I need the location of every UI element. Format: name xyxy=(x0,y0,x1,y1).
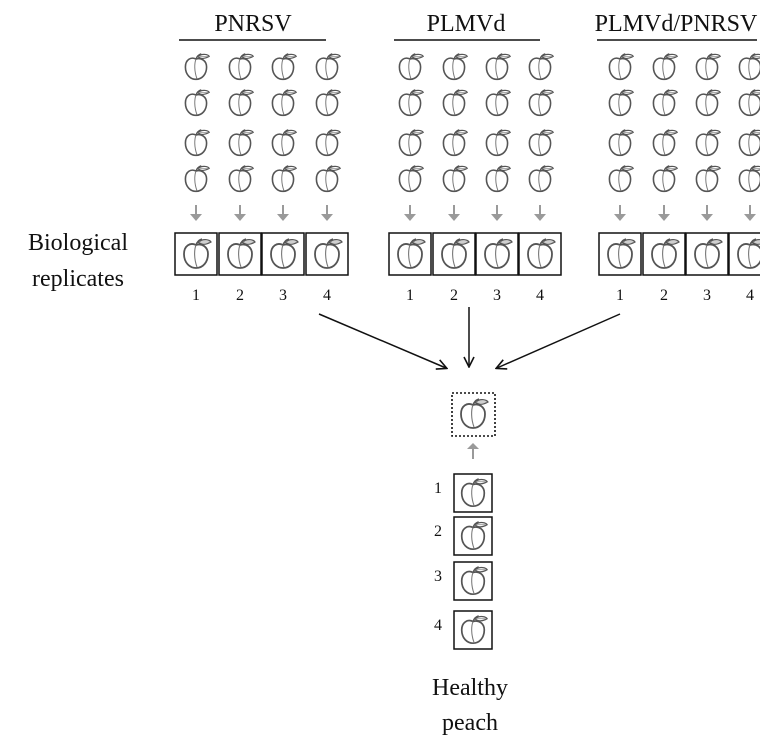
peach-icon xyxy=(228,128,255,157)
peach-icon xyxy=(652,128,679,157)
peach-icon xyxy=(398,164,425,193)
replicate-number: 1 xyxy=(406,287,414,304)
group-label: PLMVd/PNRSV xyxy=(595,11,758,37)
peach-icon xyxy=(608,164,635,193)
replicate-number: 2 xyxy=(450,287,458,304)
peach-icon xyxy=(442,164,469,193)
group-pnrsv: PNRSV 1 2 3 4 xyxy=(174,11,349,304)
group-label: PNRSV xyxy=(214,11,292,37)
peach-icon xyxy=(485,128,512,157)
peach-icon xyxy=(398,88,425,117)
gray-down-arrow-icon xyxy=(448,205,460,221)
group-plmvd: PLMVd 1 2 3 4 xyxy=(388,11,562,304)
gray-down-arrow-icon xyxy=(277,205,289,221)
healthy-replicate: 1 xyxy=(434,473,493,513)
peach-icon xyxy=(184,88,211,117)
gray-down-arrow-icon xyxy=(234,205,246,221)
peach-icon xyxy=(738,164,760,193)
peach-icon xyxy=(652,164,679,193)
peach-icon xyxy=(228,164,255,193)
gray-down-arrow-icon xyxy=(321,205,333,221)
gray-down-arrow-icon xyxy=(614,205,626,221)
peach-icon xyxy=(271,164,298,193)
peach-icon xyxy=(315,52,342,81)
gray-up-arrow-icon xyxy=(467,443,479,459)
replicate-number: 4 xyxy=(323,287,331,304)
peach-icon xyxy=(315,88,342,117)
gray-down-arrow-icon xyxy=(701,205,713,221)
peach-icon xyxy=(398,52,425,81)
gray-down-arrow-icon xyxy=(744,205,756,221)
biological-label-line2: replicates xyxy=(32,266,124,292)
peach-icon xyxy=(398,128,425,157)
gray-down-arrow-icon xyxy=(534,205,546,221)
peach-icon xyxy=(442,88,469,117)
replicate-number: 2 xyxy=(236,287,244,304)
replicate-number: 2 xyxy=(660,287,668,304)
group-plmvd-pnrsv: PLMVd/PNRSV 1 2 3 4 xyxy=(595,11,760,304)
group-label: PLMVd xyxy=(427,11,506,37)
peach-icon xyxy=(485,52,512,81)
peach-icon xyxy=(184,164,211,193)
healthy-replicate: 2 xyxy=(434,516,493,556)
peach-icon xyxy=(271,52,298,81)
peach-icon xyxy=(695,164,722,193)
healthy-replicate: 3 xyxy=(434,561,493,601)
peach-icon xyxy=(738,52,760,81)
converging-arrows xyxy=(318,307,621,368)
peach-icon xyxy=(652,88,679,117)
replicate-number: 4 xyxy=(536,287,544,304)
peach-icon xyxy=(528,52,555,81)
peach-icon xyxy=(652,52,679,81)
converging-arrow-icon xyxy=(497,313,621,368)
replicate-number: 3 xyxy=(279,287,287,304)
healthy-peach-label: Healthy peach xyxy=(432,675,508,736)
healthy-replicate-number: 2 xyxy=(434,523,442,540)
peach-icon xyxy=(271,128,298,157)
peach-icon xyxy=(528,128,555,157)
peach-icon xyxy=(608,52,635,81)
peach-icon xyxy=(184,52,211,81)
peach-icon xyxy=(608,88,635,117)
healthy-replicate-number: 3 xyxy=(434,568,442,585)
gray-down-arrow-icon xyxy=(491,205,503,221)
gray-down-arrow-icon xyxy=(190,205,202,221)
healthy-label-line1: Healthy xyxy=(432,675,508,701)
healthy-replicate-number: 1 xyxy=(434,480,442,497)
healthy-label-line2: peach xyxy=(442,710,498,736)
peach-icon xyxy=(695,52,722,81)
peach-icon xyxy=(485,88,512,117)
peach-icon xyxy=(442,128,469,157)
peach-icon xyxy=(228,52,255,81)
peach-icon xyxy=(315,128,342,157)
gray-down-arrow-icon xyxy=(404,205,416,221)
peach-icon xyxy=(271,88,298,117)
peach-icon xyxy=(695,88,722,117)
peach-icon xyxy=(738,88,760,117)
replicate-number: 1 xyxy=(192,287,200,304)
peach-icon xyxy=(528,88,555,117)
biological-replicates-label: Biological replicates xyxy=(28,230,128,292)
healthy-replicate-number: 4 xyxy=(434,617,442,634)
peach-icon xyxy=(184,128,211,157)
peach-icon xyxy=(315,164,342,193)
replicate-number: 3 xyxy=(493,287,501,304)
converging-arrow-icon xyxy=(318,313,446,368)
biological-label-line1: Biological xyxy=(28,230,128,256)
replicate-number: 3 xyxy=(703,287,711,304)
infection-groups: PNRSV 1 2 3 4 PLMVd 1 2 3 4 PLMVd/PNRSV 1 2 3 4 xyxy=(174,11,760,304)
healthy-peach-group: 1 2 3 4 xyxy=(434,392,496,650)
peach-icon xyxy=(695,128,722,157)
replicate-number: 4 xyxy=(746,287,754,304)
peach-icon xyxy=(528,164,555,193)
gray-down-arrow-icon xyxy=(658,205,670,221)
peach-icon xyxy=(228,88,255,117)
peach-icon xyxy=(485,164,512,193)
replicate-number: 1 xyxy=(616,287,624,304)
peach-icon xyxy=(738,128,760,157)
peach-icon xyxy=(608,128,635,157)
healthy-replicate: 4 xyxy=(434,610,493,650)
peach-icon xyxy=(442,52,469,81)
